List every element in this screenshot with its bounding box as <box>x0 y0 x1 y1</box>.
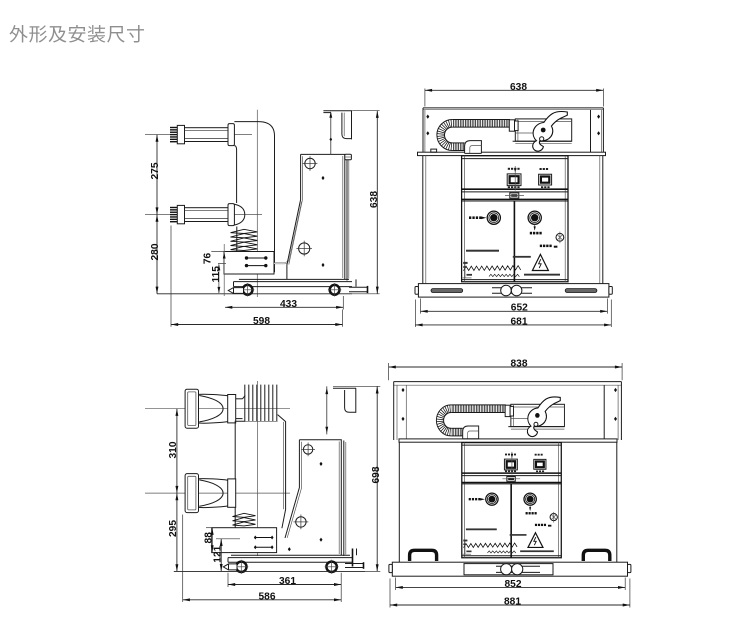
svg-text:115: 115 <box>211 266 222 283</box>
svg-text:838: 838 <box>511 359 528 370</box>
svg-text:638: 638 <box>510 82 527 93</box>
svg-text:852: 852 <box>505 579 522 590</box>
svg-text:698: 698 <box>371 466 382 483</box>
svg-text:652: 652 <box>511 303 528 314</box>
svg-text:121: 121 <box>212 545 223 562</box>
svg-text:295: 295 <box>168 520 179 537</box>
svg-text:586: 586 <box>259 591 276 602</box>
svg-text:433: 433 <box>280 299 297 310</box>
svg-text:88: 88 <box>204 532 215 544</box>
svg-text:310: 310 <box>168 441 179 458</box>
svg-text:361: 361 <box>279 576 296 587</box>
svg-text:275: 275 <box>150 162 161 179</box>
svg-text:76: 76 <box>203 253 214 265</box>
svg-text:598: 598 <box>253 316 270 327</box>
svg-text:681: 681 <box>511 317 528 328</box>
svg-text:280: 280 <box>150 243 161 260</box>
svg-text:638: 638 <box>369 191 380 208</box>
svg-text:881: 881 <box>504 597 521 608</box>
